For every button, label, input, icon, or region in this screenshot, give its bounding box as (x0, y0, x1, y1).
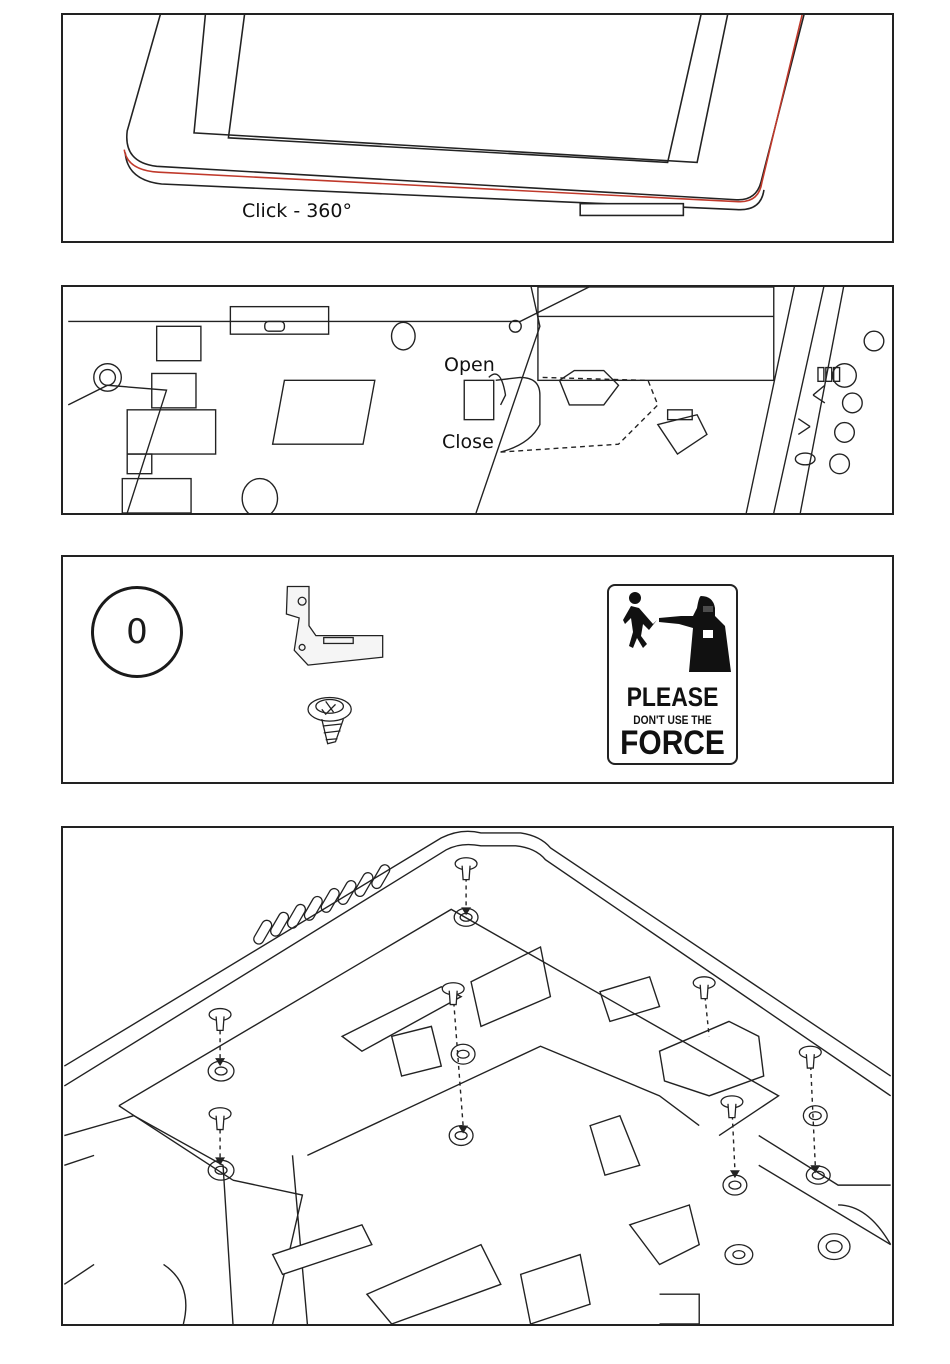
sign-line1: PLEASE (619, 682, 727, 713)
panel-parts: 0 PLEASE DON'T USE THE FORCE (61, 555, 894, 784)
panel-screws (61, 826, 894, 1326)
force-warning-sign: PLEASE DON'T USE THE FORCE (607, 584, 738, 765)
sign-line3: FORCE (617, 724, 729, 763)
board-connector-illustration (63, 287, 892, 513)
parts-illustration (63, 557, 892, 782)
close-label: Close (442, 431, 494, 453)
panel-rotate-tablet: Click - 360° (61, 13, 894, 243)
force-pictogram-icon (609, 586, 740, 686)
tablet-illustration (63, 15, 892, 241)
screw-assembly-illustration (63, 828, 892, 1324)
panel-connector: Open Close (61, 285, 894, 515)
rotate-caption: Click - 360° (242, 200, 352, 222)
open-label: Open (444, 354, 495, 376)
